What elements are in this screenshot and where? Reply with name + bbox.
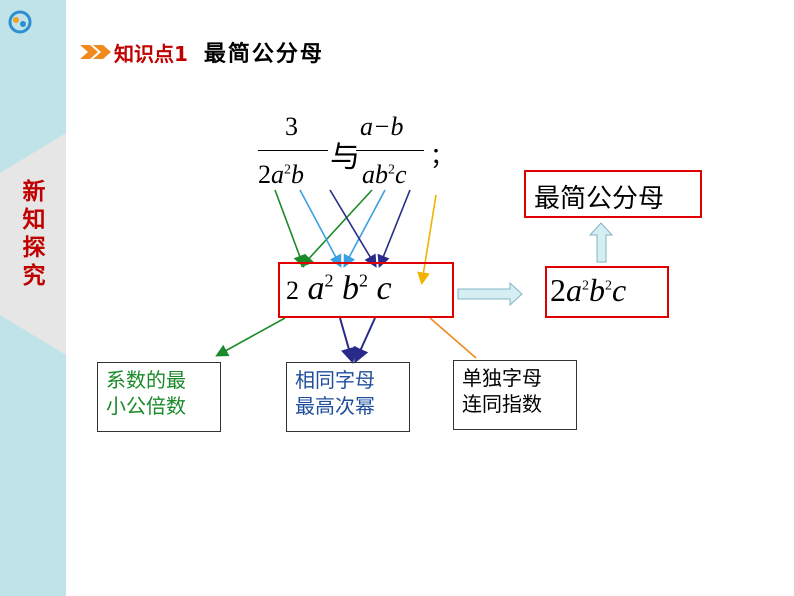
fraction2-numerator: a−b xyxy=(360,112,404,141)
knowledge-point-label: 知识点1 xyxy=(114,41,188,66)
fraction2-bar xyxy=(356,150,424,151)
note-coefficient-lcm: 系数的最 小公倍数 xyxy=(97,362,221,432)
center-expression: 2 a2 b2 c xyxy=(286,270,392,307)
section-header: 知识点1 最简公分母 xyxy=(80,32,324,72)
note-common-letters: 相同字母 最高次幂 xyxy=(286,362,410,432)
double-chevron-icon xyxy=(80,45,111,59)
fraction1-numerator: 3 xyxy=(285,112,298,141)
center-expression-box xyxy=(278,262,454,318)
connector-text: 与 xyxy=(330,140,360,175)
note-unique-letters: 单独字母 连同指数 xyxy=(453,360,577,430)
page-title: 最简公分母 xyxy=(203,42,324,67)
sidebar-tab xyxy=(0,133,66,355)
logo-icon xyxy=(8,10,32,34)
result-expression-box xyxy=(545,266,669,318)
fraction1-denominator: 2a2b xyxy=(258,160,304,189)
result-expression: 2a2b2c xyxy=(550,272,627,308)
semicolon: ； xyxy=(430,142,454,170)
fraction2-denominator: ab2c xyxy=(362,160,407,189)
fraction1-bar xyxy=(258,150,328,151)
result-label: 最简公分母 xyxy=(534,184,665,214)
sidebar-label: 新 知 探 究 xyxy=(22,179,46,289)
result-label-box xyxy=(524,170,702,218)
